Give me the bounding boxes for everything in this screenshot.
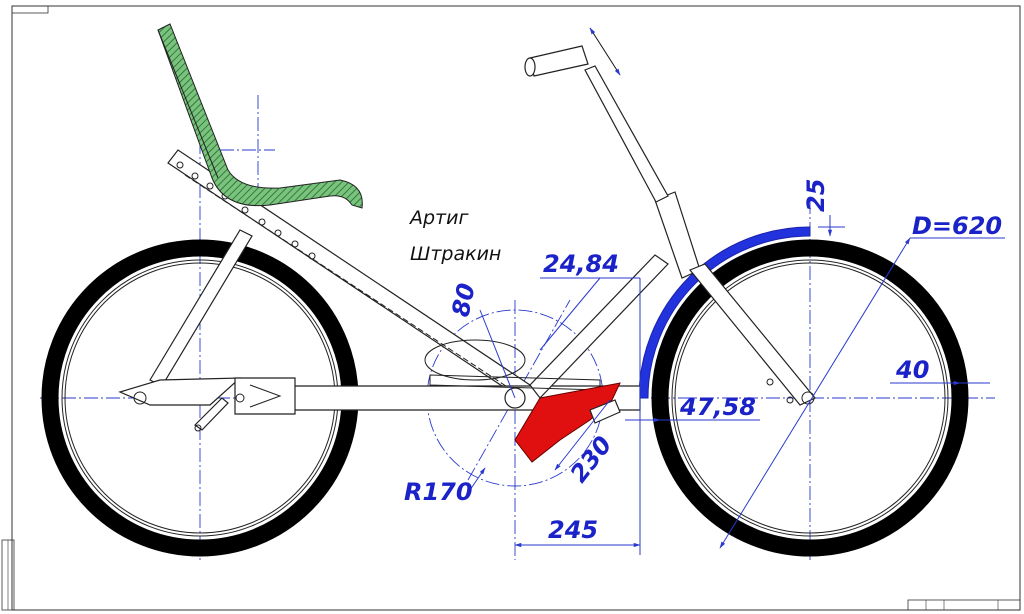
dim-guard-230: 230 — [565, 431, 618, 488]
author-line-2: Штракин — [410, 243, 501, 265]
bike-frame — [118, 45, 816, 432]
dimension-lines — [469, 27, 1005, 555]
author-line-1: Артиг — [408, 207, 469, 229]
dim-gap-4758: 47,58 — [679, 393, 756, 421]
dim-wheel-diameter: D=620 — [912, 212, 1002, 240]
sheet-border — [1, 5, 1021, 611]
dim-offset-2484: 24,84 — [543, 250, 619, 278]
chain-guard — [514, 382, 621, 463]
front-fender — [638, 226, 811, 399]
dim-distance-245: 245 — [548, 516, 598, 544]
seat-adjust-holes — [176, 161, 316, 260]
seat — [157, 23, 363, 209]
pedal — [589, 399, 621, 424]
dim-tire-width: 40 — [895, 356, 929, 384]
dim-fender-offset: 25 — [802, 179, 830, 212]
dim-crank-radius: R170 — [404, 478, 473, 506]
dim-angle-80: 80 — [446, 281, 480, 319]
title-block — [907, 599, 1021, 611]
